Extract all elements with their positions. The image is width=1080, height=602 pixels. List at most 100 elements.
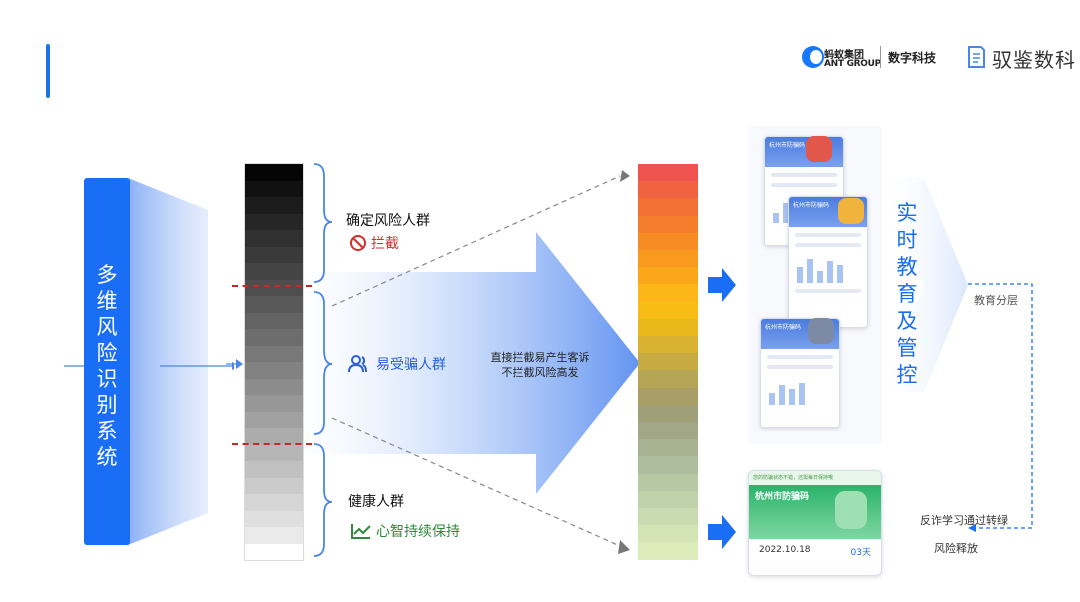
gray-mascot-icon [808, 318, 834, 344]
green-card-date: 2022.10.18 [759, 545, 811, 555]
gradient-cell [245, 246, 303, 263]
gradient-cell [245, 510, 303, 527]
color-cell [638, 232, 698, 251]
color-cell [638, 250, 698, 268]
intercept-label: 拦截 [371, 236, 399, 252]
middle-note-line2: 不拦截风险高发 [501, 366, 579, 379]
color-cell [638, 422, 698, 440]
gradient-cell [245, 345, 303, 362]
high-risk-divider [232, 285, 312, 287]
color-cell [638, 215, 698, 233]
gradient-cell [245, 312, 303, 329]
color-cell [638, 525, 698, 543]
color-cell [638, 439, 698, 457]
phone-row [771, 183, 837, 187]
color-cell [638, 336, 698, 354]
feedback-loop-arrow [968, 283, 1033, 532]
group-braces [313, 163, 333, 557]
fraud-learning-label: 反诈学习通过转绿 [920, 514, 1008, 527]
ant-group-logo: 蚂蚁集团 ANT GROUP [802, 44, 881, 72]
color-cell [638, 353, 698, 371]
color-cell [638, 370, 698, 388]
healthy-divider [232, 443, 312, 445]
color-cell [638, 456, 698, 474]
green-code-card: 您的防骗状态不错，还需每日保持哦 杭州市防骗码 2022.10.18 03天 [748, 470, 882, 576]
gradient-cell [245, 263, 303, 280]
green-card-days: 03天 [850, 548, 871, 558]
healthy-group-title: 健康人群 [348, 494, 404, 510]
gradient-cell [245, 395, 303, 412]
risk-system-label: 多 维 风 险 识 别 系 统 [96, 263, 118, 469]
red-mascot-icon [806, 136, 832, 162]
color-cell [638, 318, 698, 337]
mind-keep-action: 心智持续保持 [350, 521, 460, 541]
to-education-arrow-icon [708, 268, 736, 302]
gradient-cell [245, 279, 303, 296]
risk-gradient-bar [244, 163, 304, 561]
phone-row [795, 243, 861, 247]
color-cell [638, 181, 698, 199]
color-cell [638, 198, 698, 216]
gradient-cell [245, 230, 303, 247]
color-cell [638, 473, 698, 491]
vulnerable-group: 易受骗人群 [348, 354, 446, 374]
gradient-cell [245, 527, 303, 544]
gradient-cell [245, 296, 303, 313]
color-cell [638, 301, 698, 319]
risk-color-bar [638, 164, 698, 560]
color-cell [638, 542, 698, 560]
education-layering-label: 教育分层 [974, 294, 1018, 307]
yellow-mascot-icon [838, 198, 864, 224]
gradient-cell [245, 494, 303, 511]
gradient-cell [245, 329, 303, 346]
color-cell [638, 404, 698, 423]
gradient-cell [245, 477, 303, 494]
no-entry-icon [350, 235, 366, 251]
gradient-cell [245, 543, 303, 560]
green-card-title: 杭州市防骗码 [755, 492, 810, 502]
gradient-cell [245, 213, 303, 230]
gradient-cell [245, 461, 303, 478]
header-divider [880, 46, 881, 68]
shujian-logo-icon [968, 46, 985, 68]
risk-release-label: 风险释放 [934, 542, 978, 555]
ant-group-cn-text: 蚂蚁集团 [824, 50, 864, 61]
gradient-cell [245, 362, 303, 379]
realtime-education-title: 实 时 教 育 及 管 控 [896, 201, 918, 387]
input-line-arrow [64, 362, 234, 370]
color-cell [638, 284, 698, 302]
color-cell [638, 387, 698, 405]
green-card-header: 杭州市防骗码 [749, 485, 881, 539]
gradient-cell [245, 378, 303, 395]
middle-note: 直接拦截易产生客诉 不拦截风险高发 [470, 350, 610, 380]
gradient-cell [245, 444, 303, 461]
dashed-flow-arrows [331, 170, 630, 554]
digital-tech-label: 数字科技 [888, 51, 937, 65]
phone-row [795, 233, 861, 237]
high-risk-group-title: 确定风险人群 [346, 213, 430, 229]
risk-system-box [84, 178, 130, 545]
mind-keep-label: 心智持续保持 [376, 524, 460, 540]
phone-row [767, 365, 833, 369]
gradient-cell [245, 197, 303, 214]
phone-bars [769, 377, 831, 405]
gradient-cell [245, 411, 303, 428]
green-mascot-icon [835, 491, 867, 529]
ant-group-mark-icon [802, 46, 824, 68]
vulnerable-group-title: 易受骗人群 [376, 357, 446, 373]
ant-group-en-text: ANT GROUP [824, 59, 881, 69]
color-cell [638, 508, 698, 526]
middle-note-line1: 直接拦截易产生客诉 [490, 351, 590, 364]
to-greencode-arrow-icon [708, 515, 736, 549]
color-cell [638, 267, 698, 285]
intercept-action: 拦截 [349, 233, 399, 253]
color-cell [638, 164, 698, 182]
system-projection-beam [128, 178, 208, 545]
flow-big-arrow [296, 232, 640, 494]
green-card-stats: 2022.10.18 03天 [749, 539, 881, 558]
phone-row [771, 173, 837, 177]
gradient-cell [245, 180, 303, 197]
gradient-cell [245, 164, 303, 181]
education-chevron [880, 178, 968, 392]
title-accent-bar [46, 44, 50, 98]
